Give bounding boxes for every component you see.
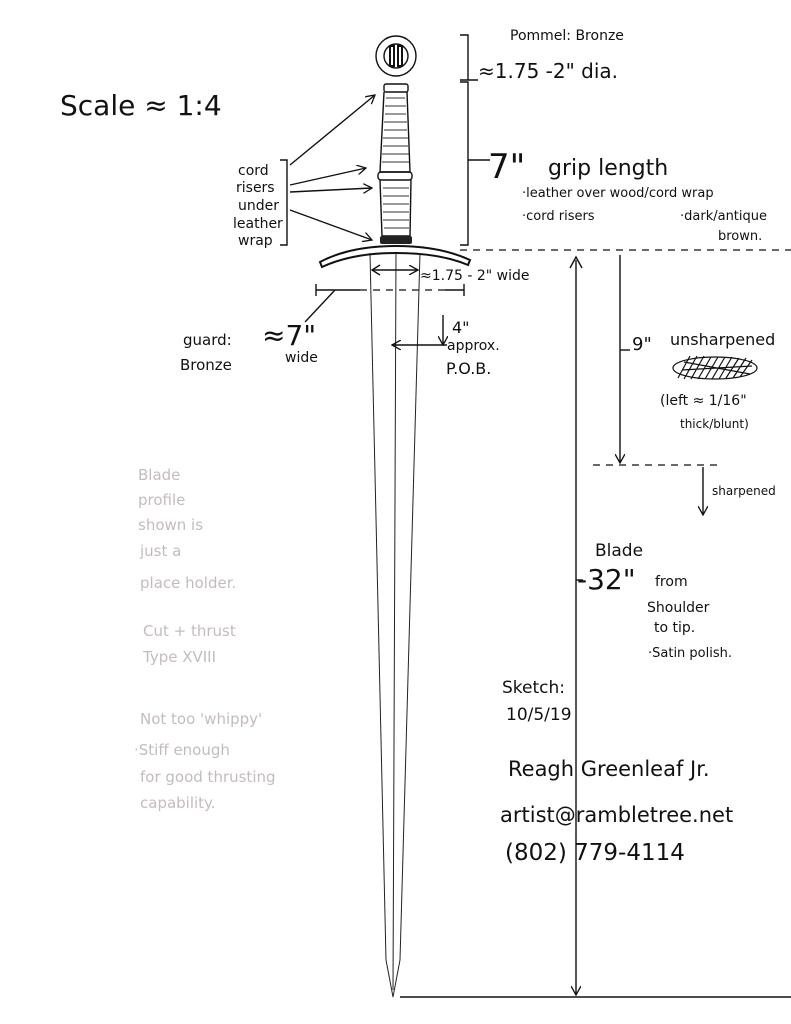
unsharpened-note: thick/blunt) xyxy=(680,417,749,431)
note-line: cord xyxy=(238,163,269,179)
faint-note: capability. xyxy=(140,794,216,812)
faint-note: Type XVIII xyxy=(142,648,216,666)
crossguard xyxy=(318,244,472,269)
unsharpened-note: (left ≈ 1/16" xyxy=(660,393,747,409)
artist-name: Reagh Greenleaf Jr. xyxy=(508,757,710,781)
guard-width: ≈7" xyxy=(262,319,316,352)
unsharpened-label: unsharpened xyxy=(670,330,775,349)
unsharpened-hatching-icon xyxy=(672,355,758,380)
pob-distance: 4" xyxy=(452,318,470,337)
sketch-label: Sketch: xyxy=(502,678,565,698)
note-line: wrap xyxy=(238,233,273,249)
blade xyxy=(369,252,421,998)
pob-label: P.O.B. xyxy=(446,359,491,378)
note-line: leather xyxy=(233,216,283,232)
dimension-lines xyxy=(280,34,791,998)
blade-note: ·Satin polish. xyxy=(648,646,732,661)
faint-note: place holder. xyxy=(140,574,236,592)
grip-note: brown. xyxy=(718,229,762,244)
pommel-label: Pommel: Bronze xyxy=(510,28,624,44)
grip-note: ·leather over wood/cord wrap xyxy=(522,186,714,201)
scale-label: Scale ≈ 1:4 xyxy=(60,89,222,122)
guard-material: Bronze xyxy=(180,356,232,374)
faint-note: shown is xyxy=(138,516,203,534)
artist-phone: (802) 779-4114 xyxy=(505,840,685,866)
blade-note: Shoulder xyxy=(647,600,710,616)
artist-email[interactable]: artist@rambletree.net xyxy=(500,803,733,827)
pommel xyxy=(375,35,417,77)
grip-label: grip length xyxy=(548,156,668,181)
pob-approx: approx. xyxy=(447,338,500,354)
sword-drawing xyxy=(318,35,472,998)
note-line: risers xyxy=(236,180,275,196)
blade-note: to tip. xyxy=(654,620,695,636)
guard-label: guard: xyxy=(183,331,232,349)
faint-note: profile xyxy=(138,491,185,509)
unsharpened-length: 9" xyxy=(632,334,652,355)
grip-note: ·cord risers xyxy=(522,209,595,224)
risers-note: cord risers under leather wrap xyxy=(233,163,283,249)
grip-length: 7" xyxy=(488,147,525,187)
faint-note: Blade xyxy=(138,466,180,484)
sketch-date: 10/5/19 xyxy=(506,705,572,725)
blade-label: Blade xyxy=(595,541,643,561)
blade-length: -32" xyxy=(577,563,636,596)
grip-note: ·dark/antique xyxy=(680,209,767,224)
faint-notes: Blade profile shown is just a place hold… xyxy=(134,466,276,812)
faint-note: ·Stiff enough xyxy=(134,741,230,759)
blade-width: ≈1.75 - 2" wide xyxy=(420,268,530,284)
blade-note: from xyxy=(655,574,688,590)
faint-note: just a xyxy=(139,542,181,560)
faint-note: Cut + thrust xyxy=(143,622,236,640)
pommel-size: ≈1.75 -2" dia. xyxy=(478,59,618,83)
note-line: under xyxy=(238,198,279,214)
faint-note: for good thrusting xyxy=(140,768,276,786)
grip xyxy=(377,83,413,244)
sharpened-label: sharpened xyxy=(712,484,776,498)
faint-note: Not too 'whippy' xyxy=(140,710,262,728)
guard-width-unit: wide xyxy=(285,350,318,366)
